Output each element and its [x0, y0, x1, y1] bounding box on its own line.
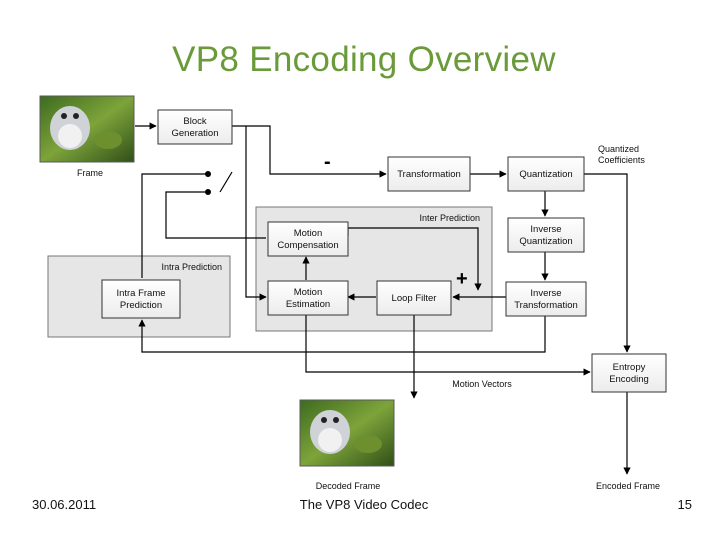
- svg-text:Quantization: Quantization: [519, 169, 572, 180]
- svg-text:Inverse: Inverse: [530, 288, 561, 299]
- block-generation-box: Block Generation: [157, 109, 233, 145]
- svg-text:Loop Filter: Loop Filter: [392, 293, 437, 304]
- encoded-frame-label: Encoded Frame: [596, 481, 660, 491]
- inverse-quantization-box: Inverse Quantization: [507, 217, 585, 253]
- svg-text:Compensation: Compensation: [277, 240, 338, 251]
- svg-text:Transformation: Transformation: [397, 169, 461, 180]
- svg-text:Prediction: Prediction: [120, 300, 162, 311]
- svg-text:Block: Block: [183, 116, 206, 127]
- decoded-frame-thumbnail: [299, 399, 395, 467]
- svg-text:Transformation: Transformation: [514, 300, 578, 311]
- svg-text:Encoding: Encoding: [609, 374, 649, 385]
- svg-text:Entropy: Entropy: [613, 362, 646, 373]
- svg-text:Generation: Generation: [171, 128, 218, 139]
- decoded-frame-label: Decoded Frame: [316, 481, 381, 491]
- frame-thumbnail: [39, 95, 135, 163]
- quantization-box: Quantization: [507, 156, 585, 192]
- frame-label: Frame: [77, 168, 103, 178]
- intra-prediction-label: Intra Prediction: [161, 262, 222, 272]
- svg-text:Quantization: Quantization: [519, 236, 572, 247]
- svg-text:Estimation: Estimation: [286, 299, 330, 310]
- switch-contact-upper: [205, 171, 211, 177]
- quantized-label-line2: Coefficients: [598, 155, 645, 165]
- svg-text:Motion: Motion: [294, 228, 323, 239]
- inverse-transformation-box: Inverse Transformation: [505, 281, 587, 317]
- svg-text:Intra Frame: Intra Frame: [116, 288, 165, 299]
- footer-title: The VP8 Video Codec: [299, 497, 429, 512]
- entropy-encoding-box: Entropy Encoding: [591, 353, 667, 393]
- footer-date: 30.06.2011: [32, 497, 97, 512]
- minus-sign: -: [324, 151, 331, 173]
- inter-prediction-label: Inter Prediction: [419, 213, 480, 223]
- plus-sign: +: [456, 268, 468, 290]
- motion-estimation-box: Motion Estimation: [267, 280, 349, 316]
- svg-text:Motion: Motion: [294, 287, 323, 298]
- loop-filter-box: Loop Filter: [376, 280, 452, 316]
- transformation-box: Transformation: [387, 156, 471, 192]
- motion-compensation-box: Motion Compensation: [267, 221, 349, 257]
- intra-frame-prediction-box: Intra Frame Prediction: [101, 279, 181, 319]
- slide-title: VP8 Encoding Overview: [172, 40, 556, 79]
- switch-contact-lower: [205, 189, 211, 195]
- footer-page-number: 15: [677, 497, 692, 512]
- svg-text:Inverse: Inverse: [530, 224, 561, 235]
- motion-vectors-label: Motion Vectors: [452, 379, 512, 389]
- quantized-label-line1: Quantized: [598, 144, 639, 154]
